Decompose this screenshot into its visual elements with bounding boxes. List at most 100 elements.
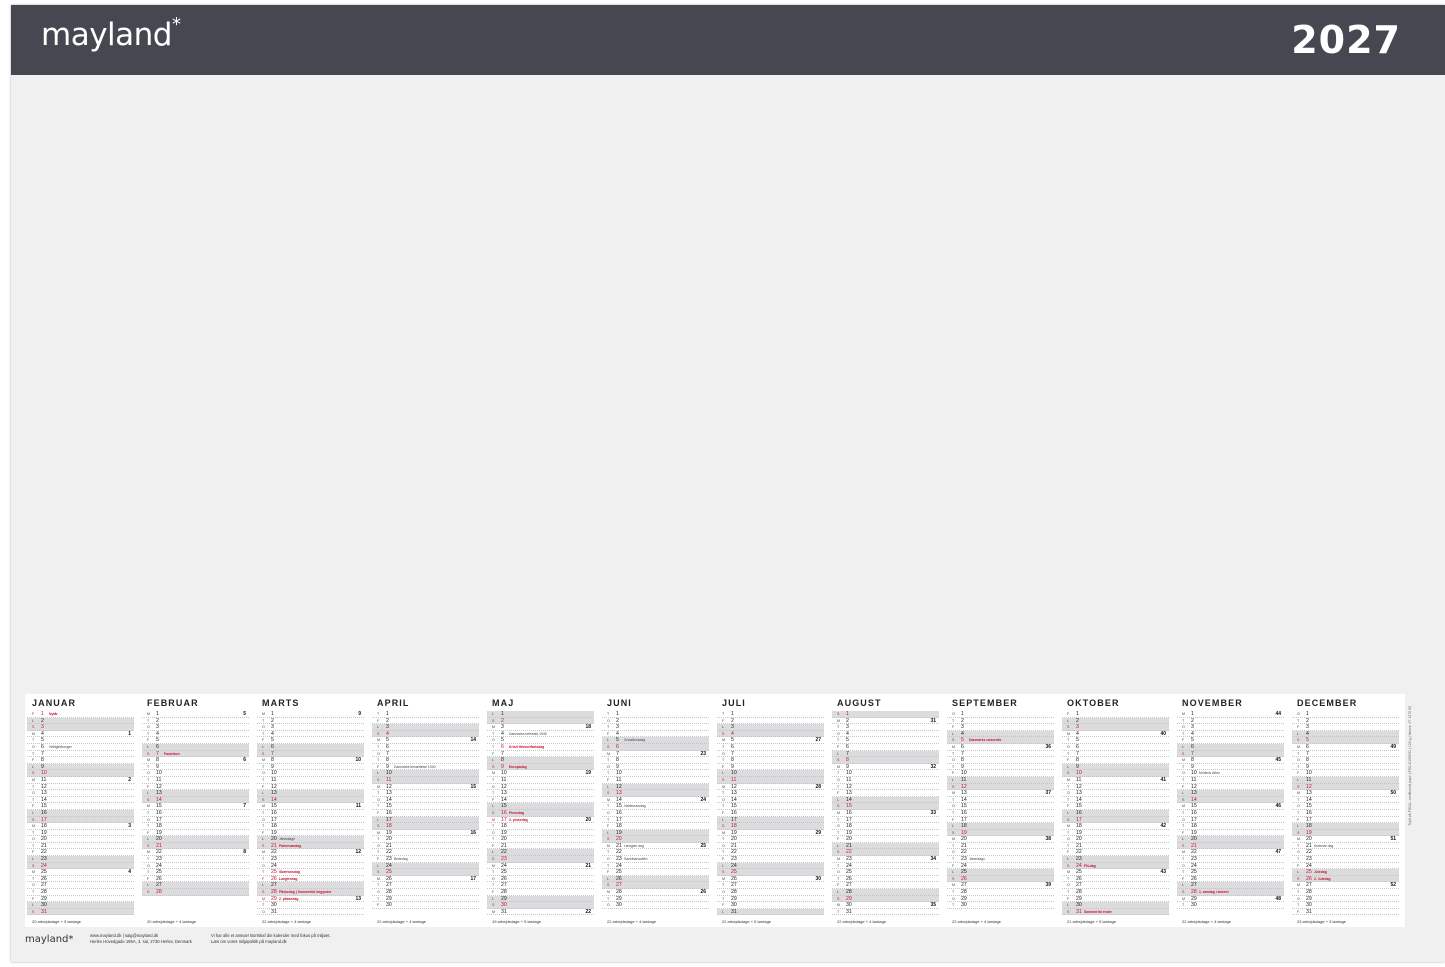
day-number: 6 bbox=[501, 743, 504, 750]
weekday-letter: T bbox=[1297, 797, 1300, 802]
day-number: 18 bbox=[1306, 823, 1312, 830]
weekday-letter: F bbox=[147, 876, 150, 881]
day-number: 30 bbox=[961, 902, 967, 909]
weekday-letter: T bbox=[377, 804, 380, 809]
month-name: FEBRUAR bbox=[147, 698, 199, 708]
week-number: 30 bbox=[815, 875, 821, 882]
weekday-letter: M bbox=[1067, 777, 1070, 782]
day-number: 26 bbox=[501, 875, 507, 882]
weekday-letter: M bbox=[952, 837, 955, 842]
weekday-letter: F bbox=[32, 712, 35, 716]
weekday-letter: T bbox=[32, 830, 35, 835]
day-number: 27 bbox=[1306, 882, 1312, 889]
day-number: 19 bbox=[731, 829, 737, 836]
week-number: 47 bbox=[1275, 849, 1281, 856]
weekday-letter: M bbox=[147, 850, 150, 855]
day-number: 5 bbox=[386, 737, 389, 744]
weekday-letter: M bbox=[607, 843, 610, 848]
week-number: 6 bbox=[243, 757, 246, 764]
weekday-letter: M bbox=[32, 731, 35, 736]
day-number: 23 bbox=[1306, 856, 1312, 863]
week-number: 52 bbox=[1390, 882, 1396, 889]
day-number: 2 bbox=[1076, 717, 1079, 724]
day-number: 15 bbox=[41, 803, 47, 810]
day-number: 16 bbox=[616, 809, 622, 816]
day-number: 30 bbox=[1076, 902, 1082, 909]
day-number: 13 bbox=[386, 790, 392, 797]
week-number: 20 bbox=[585, 816, 591, 823]
day-number: 27 bbox=[731, 882, 737, 889]
weekday-letter: T bbox=[722, 791, 725, 796]
day-row: F 26 bbox=[142, 876, 249, 883]
day-number: 28 bbox=[731, 889, 737, 896]
day-number: 20 bbox=[271, 836, 277, 843]
weekday-letter: S bbox=[147, 843, 150, 848]
week-number: 35 bbox=[930, 902, 936, 909]
weekday-letter: T bbox=[492, 744, 495, 749]
weekday-letter: L bbox=[377, 725, 379, 730]
weekday-letter: F bbox=[722, 718, 725, 723]
day-number: 16 bbox=[731, 809, 737, 816]
weekday-letter: T bbox=[837, 909, 840, 914]
holiday-label: Juledag bbox=[1314, 870, 1327, 875]
weekday-letter: T bbox=[1067, 784, 1070, 789]
day-number: 8 bbox=[271, 757, 274, 764]
day-number: 2 bbox=[156, 717, 159, 724]
day-number: 2 bbox=[386, 717, 389, 724]
day-number: 1 bbox=[41, 711, 44, 717]
weekday-letter: O bbox=[147, 863, 150, 868]
day-number: 15 bbox=[1076, 803, 1082, 810]
weekday-letter: L bbox=[952, 824, 954, 829]
day-number: 5 bbox=[961, 737, 964, 744]
weekday-letter: T bbox=[952, 843, 955, 848]
weekday-letter: F bbox=[1067, 850, 1070, 855]
weekday-letter: M bbox=[32, 870, 35, 875]
weekday-letter: O bbox=[492, 784, 495, 789]
weekday-letter: T bbox=[147, 870, 150, 875]
weekday-letter: T bbox=[722, 758, 725, 763]
weekday-letter: M bbox=[1182, 850, 1185, 855]
weekday-letter: S bbox=[722, 824, 725, 829]
day-number: 4 bbox=[961, 730, 964, 737]
day-number: 9 bbox=[1076, 763, 1079, 770]
day-number: 13 bbox=[1076, 790, 1082, 797]
day-number: 14 bbox=[1191, 796, 1197, 803]
day-number: 18 bbox=[961, 823, 967, 830]
weekday-letter: L bbox=[492, 804, 494, 809]
day-number: 26 bbox=[156, 875, 162, 882]
day-number: 20 bbox=[846, 836, 852, 843]
day-number: 18 bbox=[271, 823, 277, 830]
weekday-letter: O bbox=[722, 751, 725, 756]
day-number: 25 bbox=[386, 869, 392, 876]
weekday-letter: T bbox=[837, 863, 840, 868]
